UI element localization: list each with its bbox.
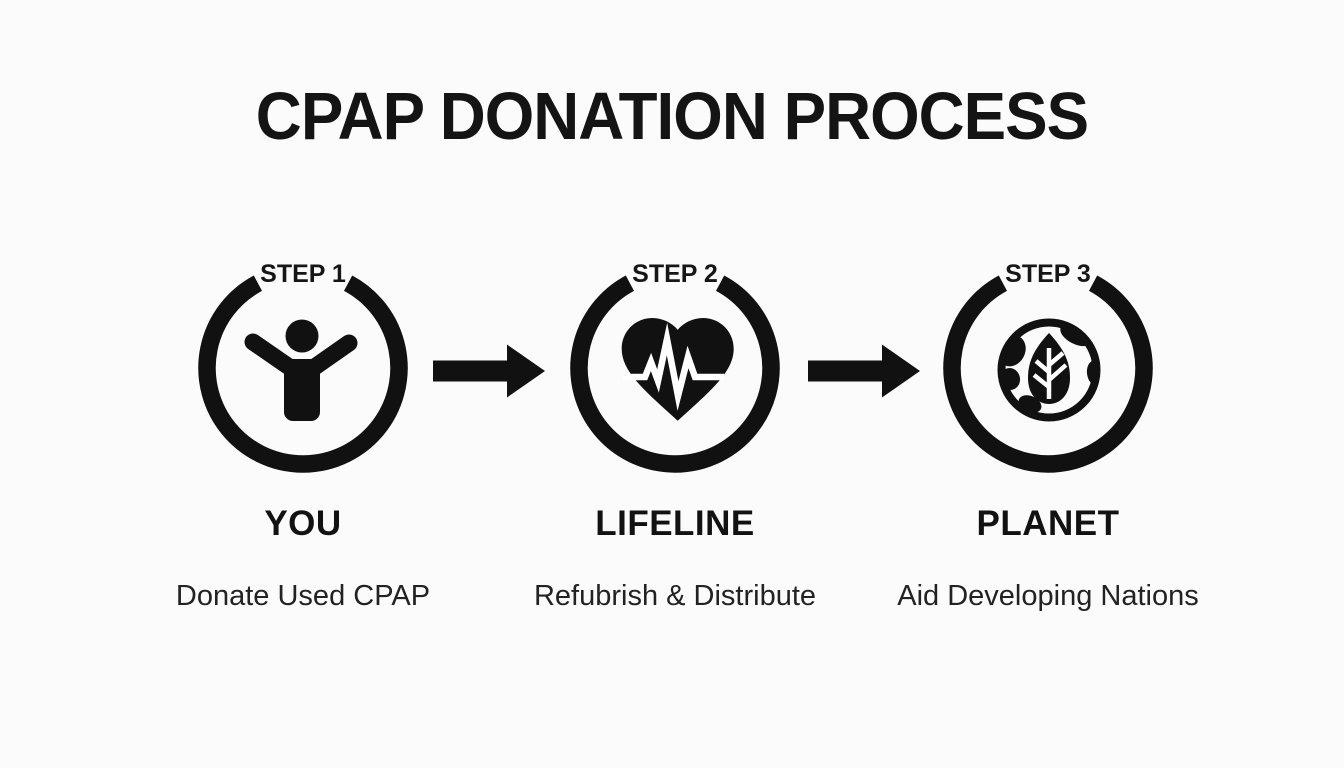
- step-3-ring-and-icon: STEP 3: [943, 260, 1153, 473]
- step-number-label: STEP 2: [632, 260, 718, 288]
- step-2-badge: STEP 2: [565, 256, 785, 476]
- globe-leaf-icon: [997, 318, 1101, 422]
- step-1-description: Donate Used CPAP: [175, 580, 431, 612]
- step-number-label: STEP 1: [260, 260, 346, 288]
- step-2-name: LIFELINE: [595, 504, 755, 543]
- arrow-right-icon: [808, 343, 920, 399]
- step-number-label: STEP 3: [1005, 260, 1091, 288]
- step-2-group: STEP 2 LIFELINE Refubrish & Distribute: [525, 256, 825, 636]
- step-2-ring-and-icon: STEP 2: [570, 260, 780, 473]
- step-ring: [198, 275, 408, 473]
- step-1-name: YOU: [264, 504, 342, 543]
- step-3-group: STEP 3: [897, 256, 1198, 636]
- step-1-group: STEP 1 YOU Donate Used CPAP: [153, 256, 453, 636]
- step-3-badge: STEP 3: [938, 256, 1158, 476]
- step-ring: [570, 275, 780, 473]
- arrow-right-icon: [433, 343, 545, 399]
- page-title: CPAP DONATION PROCESS: [255, 79, 1089, 154]
- step-3-description: Aid Developing Nations: [897, 580, 1199, 612]
- step-2-description: Refubrish & Distribute: [533, 580, 817, 612]
- step-1-badge: STEP 1: [193, 256, 413, 476]
- heart-pulse-icon: [621, 318, 734, 421]
- step-ring: [943, 275, 1153, 473]
- person-arms-raised-icon: [244, 319, 358, 421]
- step-3-name: PLANET: [976, 504, 1120, 543]
- step-1-ring-and-icon: STEP 1: [198, 260, 408, 473]
